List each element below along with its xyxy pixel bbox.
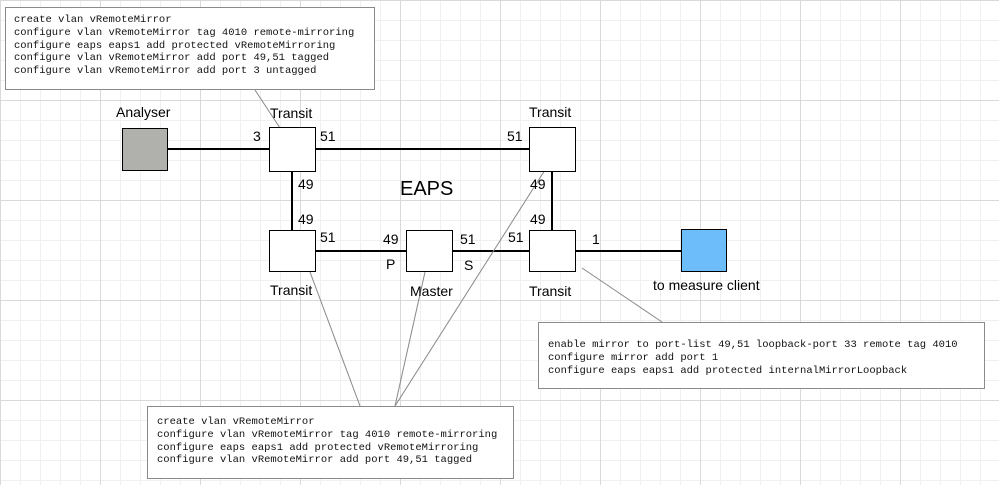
port-label-secondary: S — [464, 257, 474, 273]
transit-top-right-label: Transit — [529, 104, 572, 120]
client-label: to measure client — [653, 277, 760, 293]
port-label-tbl-top: 49 — [298, 211, 314, 227]
analyser-label: Analyser — [116, 104, 171, 120]
callout-bottom-3 — [394, 169, 546, 407]
client-node[interactable] — [681, 229, 727, 272]
port-label-tbr-right: 1 — [592, 231, 600, 247]
command-line: configure eaps eaps1 add protected vRemo… — [157, 441, 479, 454]
transit-bottom-right-node[interactable] — [529, 230, 576, 272]
command-line: configure vlan vRemoteMirror add port 49… — [14, 52, 330, 65]
command-box-top: create vlan vRemoteMirror configure vlan… — [5, 7, 375, 90]
command-box-bottom: create vlan vRemoteMirror configure vlan… — [147, 406, 514, 479]
port-label-ttr-left: 51 — [507, 128, 523, 144]
command-line: configure eaps eaps1 add protected inter… — [548, 364, 908, 377]
analyser-node[interactable] — [122, 128, 168, 171]
transit-bottom-left-label: Transit — [270, 282, 313, 298]
port-label-ttl-bottom: 49 — [298, 176, 314, 192]
port-label-primary: P — [386, 256, 396, 272]
command-box-right: enable mirror to port-list 49,51 loopbac… — [538, 322, 985, 389]
transit-bottom-left-node[interactable] — [269, 230, 316, 272]
master-label: Master — [410, 283, 453, 299]
callout-right — [581, 267, 663, 323]
callout-bottom-2 — [394, 271, 426, 407]
master-node[interactable] — [406, 230, 453, 272]
port-label-tbl-right: 51 — [320, 229, 336, 245]
command-line: configure vlan vRemoteMirror tag 4010 re… — [157, 428, 498, 441]
transit-bottom-right-label: Transit — [529, 283, 572, 299]
transit-top-left-node[interactable] — [269, 127, 316, 172]
command-line: enable mirror to port-list 49,51 loopbac… — [548, 339, 958, 351]
command-line: configure eaps eaps1 add protected vRemo… — [14, 39, 336, 52]
port-label-ttr-bottom: 49 — [530, 176, 546, 192]
port-label-analyser-side: 3 — [253, 128, 261, 144]
callout-bottom-1 — [309, 271, 361, 407]
port-label-ttl-right: 51 — [320, 128, 336, 144]
command-line: configure vlan vRemoteMirror tag 4010 re… — [14, 26, 355, 39]
callout-top — [254, 89, 281, 129]
command-line: configure vlan vRemoteMirror add port 49… — [157, 454, 473, 467]
port-label-tbr-left: 51 — [508, 229, 524, 245]
port-label-master-right: 51 — [460, 231, 476, 247]
port-label-master-left: 49 — [383, 231, 399, 247]
command-line: create vlan vRemoteMirror — [14, 14, 172, 26]
command-line: configure vlan vRemoteMirror add port 3 … — [14, 65, 317, 78]
port-label-tbr-top: 49 — [530, 211, 546, 227]
command-line: create vlan vRemoteMirror — [157, 416, 315, 428]
command-line: configure mirror add port 1 — [548, 351, 719, 364]
transit-top-left-label: Transit — [270, 105, 313, 121]
eaps-title: EAPS — [400, 178, 454, 200]
transit-top-right-node[interactable] — [529, 127, 576, 172]
